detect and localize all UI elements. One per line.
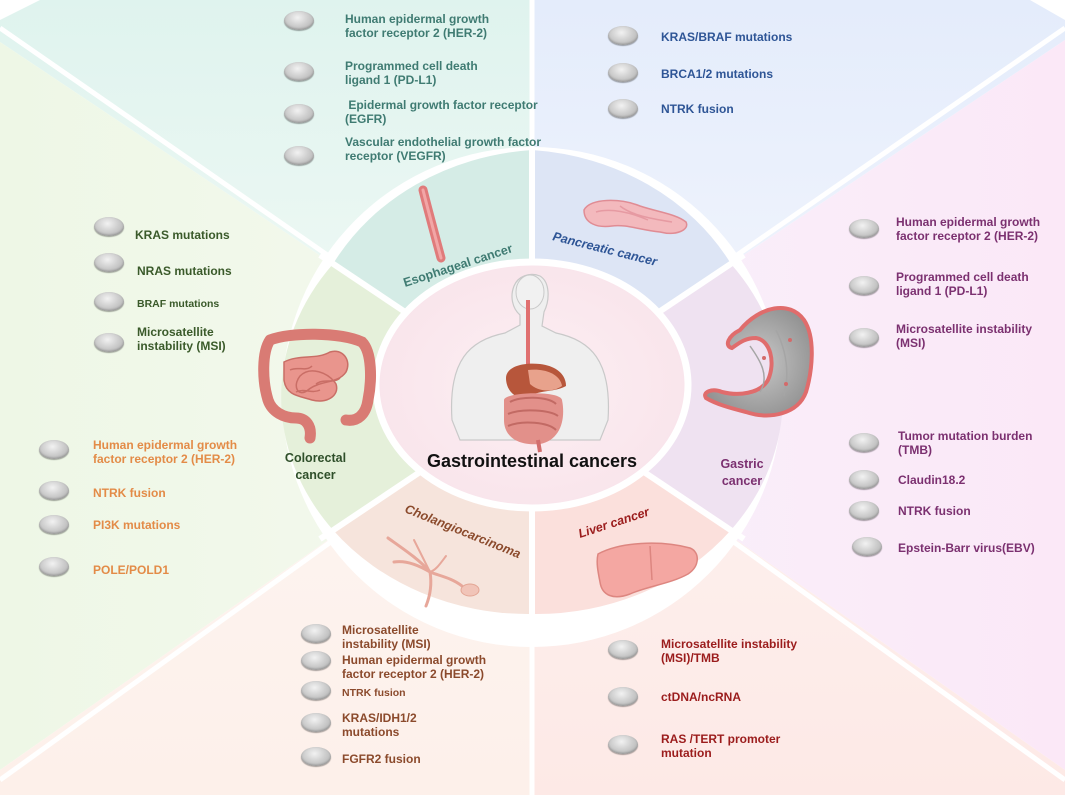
bullet-icon [608, 640, 638, 659]
bullet-icon [284, 62, 314, 81]
gastric-marker-claudin: Claudin18.2 [898, 473, 966, 487]
bullet-icon [301, 747, 331, 766]
bullet-icon [284, 11, 314, 30]
bullet-icon [39, 515, 69, 534]
bullet-icon [94, 253, 124, 272]
colorectal-marker-her2: Human epidermal growth factor receptor 2… [93, 438, 238, 466]
bullet-icon [849, 470, 879, 489]
bullet-icon [301, 624, 331, 643]
segment-gastric-label: Gastric cancer [720, 457, 764, 488]
bullet-icon [849, 328, 879, 347]
bile-duct-illustration [386, 536, 480, 608]
cholangio-marker-fgfr2: FGFR2 fusion [342, 752, 421, 766]
esophageal-marker-pdl1: Programmed cell death ligand 1 (PD-L1) [345, 59, 478, 87]
bullet-icon [849, 501, 879, 520]
cholangio-marker-kras-idh: KRAS/IDH1/2 mutations [342, 711, 417, 739]
colorectal-marker-nras: NRAS mutations [137, 264, 232, 278]
colorectal-marker-kras: KRAS mutations [135, 228, 230, 242]
esophageal-marker-vegfr: Vascular endothelial growth factor recep… [345, 135, 542, 163]
bullet-icon [608, 735, 638, 754]
gastric-marker-msi: Microsatellite instability (MSI) [896, 322, 1033, 350]
pancreatic-marker-kras-braf: KRAS/BRAF mutations [661, 30, 793, 44]
bullet-icon [284, 104, 314, 123]
colorectal-marker-pole: POLE/POLD1 [93, 563, 170, 577]
bullet-icon [608, 687, 638, 706]
bullet-icon [39, 440, 69, 459]
gastric-marker-her2: Human epidermal growth factor receptor 2… [896, 215, 1041, 243]
bullet-icon [39, 481, 69, 500]
bullet-icon [849, 276, 879, 295]
colorectal-marker-braf: BRAF mutations [137, 298, 220, 310]
bullet-icon [852, 537, 882, 556]
gastric-marker-tmb: Tumor mutation burden (TMB) [898, 429, 1033, 457]
bullet-icon [608, 26, 638, 45]
segment-colorectal-label: Colorectal cancer [284, 451, 347, 482]
esophageal-marker-egfr: Epidermal growth factor receptor (EGFR) [345, 98, 538, 126]
cholangio-marker-msi: Microsatellite instability (MSI) [342, 623, 431, 651]
center-title: Gastrointestinal cancers [427, 451, 637, 471]
liver-marker-msi-tmb: Microsatellite instability (MSI)/TMB [661, 637, 798, 665]
liver-illustration [596, 542, 698, 598]
pancreas-illustration [583, 199, 688, 234]
esophageal-marker-her2: Human epidermal growth factor receptor 2… [345, 12, 490, 40]
colorectal-marker-msi: Microsatellite instability (MSI) [137, 325, 226, 353]
bullet-icon [94, 292, 124, 311]
cholangio-marker-ntrk: NTRK fusion [342, 687, 406, 699]
bullet-icon [39, 557, 69, 576]
gastric-marker-ntrk: NTRK fusion [898, 504, 971, 518]
bullet-icon [94, 333, 124, 352]
bullet-icon [849, 219, 879, 238]
bullet-icon [284, 146, 314, 165]
colorectal-marker-ntrk: NTRK fusion [93, 486, 166, 500]
bullet-icon [301, 681, 331, 700]
cholangio-marker-her2: Human epidermal growth factor receptor 2… [342, 653, 487, 681]
stomach-illustration [703, 305, 814, 418]
liver-marker-ras-tert: RAS /TERT promoter mutation [661, 732, 781, 760]
liver-marker-ctdna: ctDNA/ncRNA [661, 690, 742, 704]
esophagus-illustration [418, 185, 446, 263]
human-torso-illustration [450, 273, 610, 453]
bullet-icon [301, 651, 331, 670]
bullet-icon [301, 713, 331, 732]
bullet-icon [849, 433, 879, 452]
gastric-marker-ebv: Epstein-Barr virus(EBV) [898, 541, 1035, 555]
bullet-icon [608, 99, 638, 118]
colorectal-marker-pi3k: PI3K mutations [93, 518, 181, 532]
bullet-icon [608, 63, 638, 82]
pancreatic-marker-brca: BRCA1/2 mutations [661, 67, 774, 81]
gastric-marker-pdl1: Programmed cell death ligand 1 (PD-L1) [896, 270, 1029, 298]
colon-illustration [258, 328, 376, 444]
pancreatic-marker-ntrk: NTRK fusion [661, 102, 734, 116]
bullet-icon [94, 217, 124, 236]
